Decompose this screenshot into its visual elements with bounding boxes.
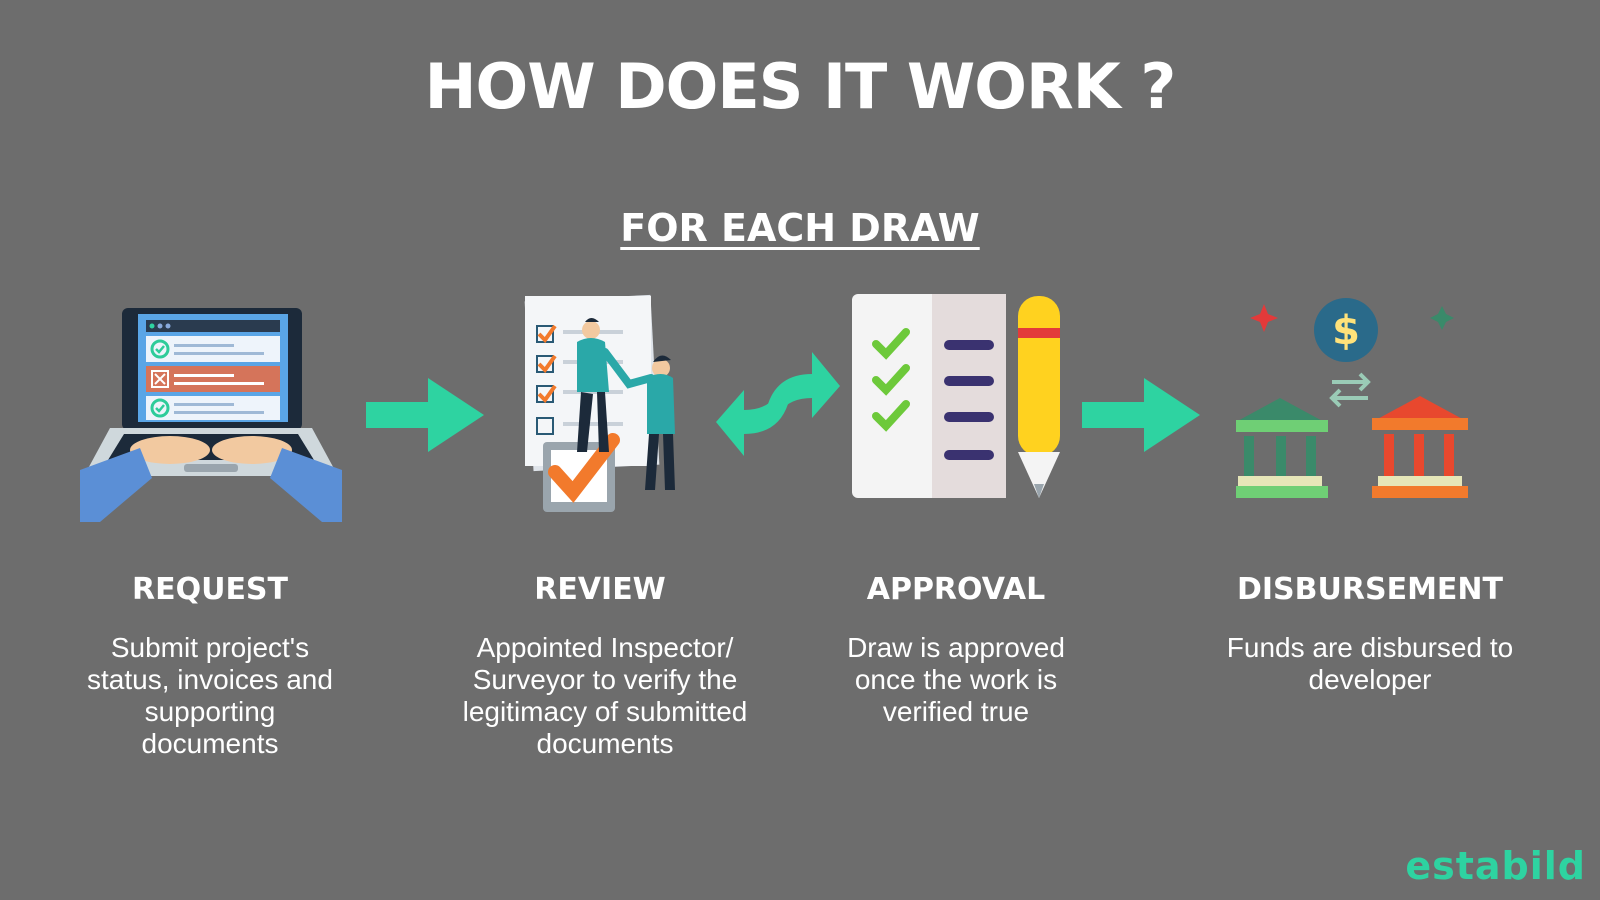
step-title-disbursement: DISBURSEMENT <box>1236 572 1503 607</box>
section-subtitle: FOR EACH DRAW <box>620 206 980 250</box>
svg-text:$: $ <box>1332 308 1360 354</box>
review-checklist-handshake-icon <box>524 294 675 512</box>
step-title-review: REVIEW <box>534 572 666 607</box>
approval-checklist-pencil-icon <box>852 294 1060 498</box>
laptop-typing-icon <box>80 308 342 522</box>
step-description-review: Appointed Inspector/ Surveyor to verify … <box>462 632 748 759</box>
step-description-request: Submit project's status, invoices and su… <box>87 632 333 759</box>
step-title-approval: APPROVAL <box>866 572 1046 607</box>
step-description-disbursement: Funds are disbursed to developer <box>1226 632 1514 695</box>
two-way-arrows-icon <box>716 352 840 456</box>
brand-logo: estabild <box>1405 844 1586 888</box>
page-title: HOW DOES IT WORK ? <box>424 50 1177 123</box>
step-description-approval: Draw is approved once the work is verifi… <box>847 632 1065 727</box>
step-title-request: REQUEST <box>131 572 289 607</box>
arrow-right-icon <box>1082 378 1200 452</box>
bank-transfer-dollar-icon: $ <box>1236 298 1468 498</box>
arrow-right-icon <box>366 378 484 452</box>
